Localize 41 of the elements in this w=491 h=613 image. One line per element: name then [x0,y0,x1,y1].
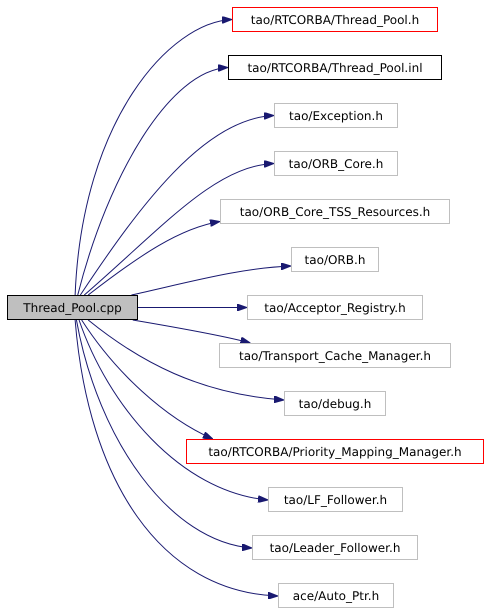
file-box [7,295,138,320]
file-box [284,391,386,416]
arrow [132,320,251,344]
file-box [220,199,450,224]
file-name: tao/ORB_Core_TSS_Resources.h [240,204,430,218]
file-name: tao/debug.h [298,396,372,410]
file-box [252,535,418,560]
file-name: tao/Exception.h [289,108,383,122]
file-box [268,487,403,512]
file-name: tao/RTCORBA/Thread_Pool.inl [247,60,423,74]
arrow [81,320,214,440]
arrow [78,320,268,502]
arrow [88,220,220,296]
file-box [274,151,398,176]
file-name: tao/RTCORBA/Thread_Pool.h [250,12,420,26]
arrow [138,304,248,312]
file-box [219,343,451,368]
arrow [74,17,232,296]
arrow [88,320,284,403]
file-box [291,247,379,272]
file-box [186,439,484,464]
file-name: tao/Acceptor_Registry.h [264,300,406,314]
file-box [228,55,442,80]
arrow [80,112,274,296]
arrow [74,320,278,599]
file-box [274,103,398,128]
file-name: Thread_Pool.cpp [23,300,122,314]
arrow [130,262,292,296]
file-name: tao/Leader_Follower.h [270,540,400,554]
file-name: tao/LF_Follower.h [284,492,388,506]
file-name: tao/ORB_Core.h [288,156,384,170]
file-name: ace/Auto_Ptr.h [292,588,380,602]
file-name: tao/ORB.h [304,252,366,266]
file-box [247,295,423,320]
arrow [77,65,228,296]
file-name: tao/RTCORBA/Priority_Mapping_Manager.h [208,444,462,458]
arrow [84,160,274,296]
file-name: tao/Transport_Cache_Manager.h [239,348,431,362]
arrow [76,320,252,550]
file-box [232,7,438,32]
file-box [278,583,394,608]
